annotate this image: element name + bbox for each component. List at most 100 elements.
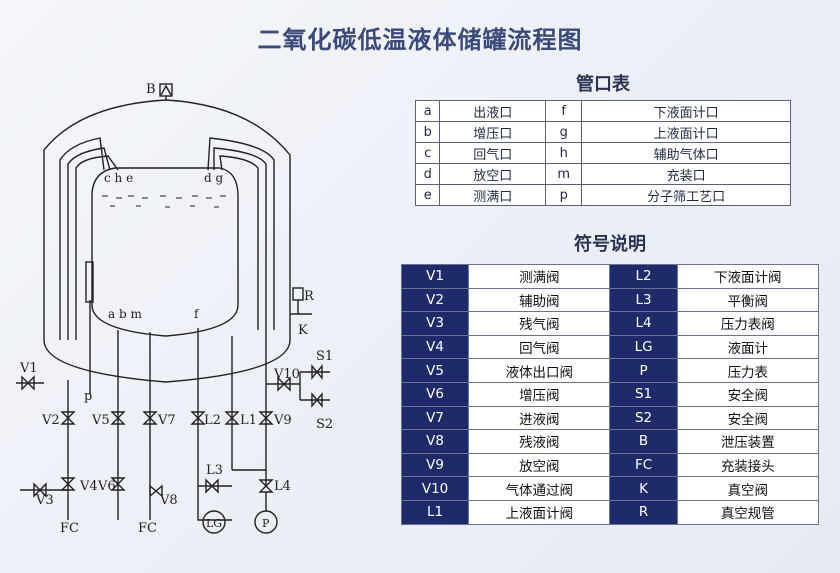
outer-vessel bbox=[43, 99, 291, 383]
table-cell: 残液阀 bbox=[468, 429, 611, 454]
table-cell: B bbox=[609, 429, 678, 454]
table-cell: L2 bbox=[609, 264, 678, 289]
table-cell: h bbox=[545, 142, 583, 164]
table-cell: 上液面计阀 bbox=[468, 499, 611, 525]
table-cell: 分子筛工艺口 bbox=[581, 184, 791, 206]
table-cell: 安全阀 bbox=[676, 405, 820, 431]
table-cell: 残气阀 bbox=[468, 311, 611, 336]
table-cell: L1 bbox=[400, 499, 470, 525]
label-f: f bbox=[194, 307, 200, 321]
valve-V2 bbox=[60, 411, 76, 425]
table-cell: LG bbox=[609, 334, 678, 360]
table-cell: V4 bbox=[400, 334, 470, 360]
table-cell: 测满口 bbox=[439, 184, 547, 206]
table-cell: V6 bbox=[400, 381, 470, 407]
table-cell: 辅助气体口 bbox=[581, 142, 791, 164]
table-cell: V5 bbox=[400, 358, 470, 383]
label-V2: V2 bbox=[41, 413, 60, 428]
table-cell: 增压阀 bbox=[468, 381, 611, 407]
label-FC-2: FC bbox=[138, 521, 157, 536]
label-L3: L3 bbox=[206, 463, 223, 478]
table-cell: V10 bbox=[400, 476, 470, 501]
label-V9: V9 bbox=[273, 413, 292, 428]
inner-vessel bbox=[91, 167, 239, 337]
valve-L3 bbox=[205, 478, 219, 494]
table-cell: m bbox=[545, 163, 583, 185]
label-B: B bbox=[146, 82, 156, 97]
table-cell: L4 bbox=[609, 311, 678, 336]
table-cell: S2 bbox=[609, 405, 678, 431]
table-cell: K bbox=[609, 476, 678, 501]
valve-V6 bbox=[110, 477, 126, 491]
valve-L2 bbox=[190, 411, 206, 425]
table-cell: e bbox=[414, 184, 441, 206]
table-cell: FC bbox=[609, 452, 678, 478]
label-S2: S2 bbox=[316, 417, 333, 432]
label-P: P bbox=[262, 517, 270, 530]
valve-V1 bbox=[21, 375, 35, 391]
table-cell: V1 bbox=[400, 264, 470, 289]
table-cell: 充装接头 bbox=[676, 452, 820, 478]
valve-L1 bbox=[224, 411, 240, 425]
table-cell: 进液阀 bbox=[468, 405, 611, 431]
table-cell: 辅助阀 bbox=[468, 287, 611, 313]
table-cell: 放空口 bbox=[439, 163, 547, 185]
table-cell: f bbox=[545, 100, 583, 122]
valve-V4 bbox=[60, 477, 76, 491]
table-cell: 安全阀 bbox=[676, 381, 820, 407]
label-V3: V3 bbox=[35, 493, 54, 508]
table-cell: 真空规管 bbox=[676, 499, 820, 525]
label-R: R bbox=[304, 289, 315, 304]
table-cell: p bbox=[545, 184, 583, 206]
label-V1: V1 bbox=[19, 361, 38, 376]
table-cell: R bbox=[609, 499, 678, 525]
label-top-ports: c h e bbox=[104, 171, 133, 185]
label-K: K bbox=[298, 323, 308, 338]
table-cell: 放空阀 bbox=[468, 452, 611, 478]
table-cell: a bbox=[414, 100, 441, 122]
table-cell: d bbox=[414, 163, 441, 185]
label-V5: V5 bbox=[91, 413, 110, 428]
valve-V9 bbox=[258, 411, 274, 425]
table-cell: 液面计 bbox=[676, 334, 820, 360]
table-cell: V8 bbox=[400, 429, 470, 454]
table-cell: 下液面计口 bbox=[581, 100, 791, 122]
label-V8: V8 bbox=[159, 493, 178, 508]
label-V7: V7 bbox=[157, 413, 176, 428]
valve-S1 bbox=[311, 364, 323, 380]
table-cell: 真空阀 bbox=[676, 476, 820, 501]
table-cell: 液体出口阀 bbox=[468, 358, 611, 383]
label-LG: LG bbox=[206, 517, 222, 530]
valve-L4 bbox=[258, 479, 274, 493]
table-cell: V3 bbox=[400, 311, 470, 336]
table-cell: V2 bbox=[400, 287, 470, 313]
table-cell: 回气口 bbox=[439, 142, 547, 164]
table-cell: 平衡阀 bbox=[676, 287, 820, 313]
valve-V7 bbox=[142, 411, 158, 425]
valve-V3 bbox=[33, 482, 47, 498]
label-top-ports-2: d g bbox=[204, 171, 223, 185]
table-cell: V7 bbox=[400, 405, 470, 431]
table-cell: V9 bbox=[400, 452, 470, 478]
label-L2: L2 bbox=[204, 413, 221, 428]
table-cell: 增压口 bbox=[439, 121, 547, 143]
table-cell: 泄压装置 bbox=[676, 429, 820, 454]
label-FC-1: FC bbox=[60, 521, 79, 536]
valve-S2 bbox=[311, 392, 323, 408]
label-L4: L4 bbox=[274, 479, 291, 494]
table-cell: c bbox=[414, 142, 441, 164]
table-cell: 下液面计阀 bbox=[676, 264, 820, 289]
